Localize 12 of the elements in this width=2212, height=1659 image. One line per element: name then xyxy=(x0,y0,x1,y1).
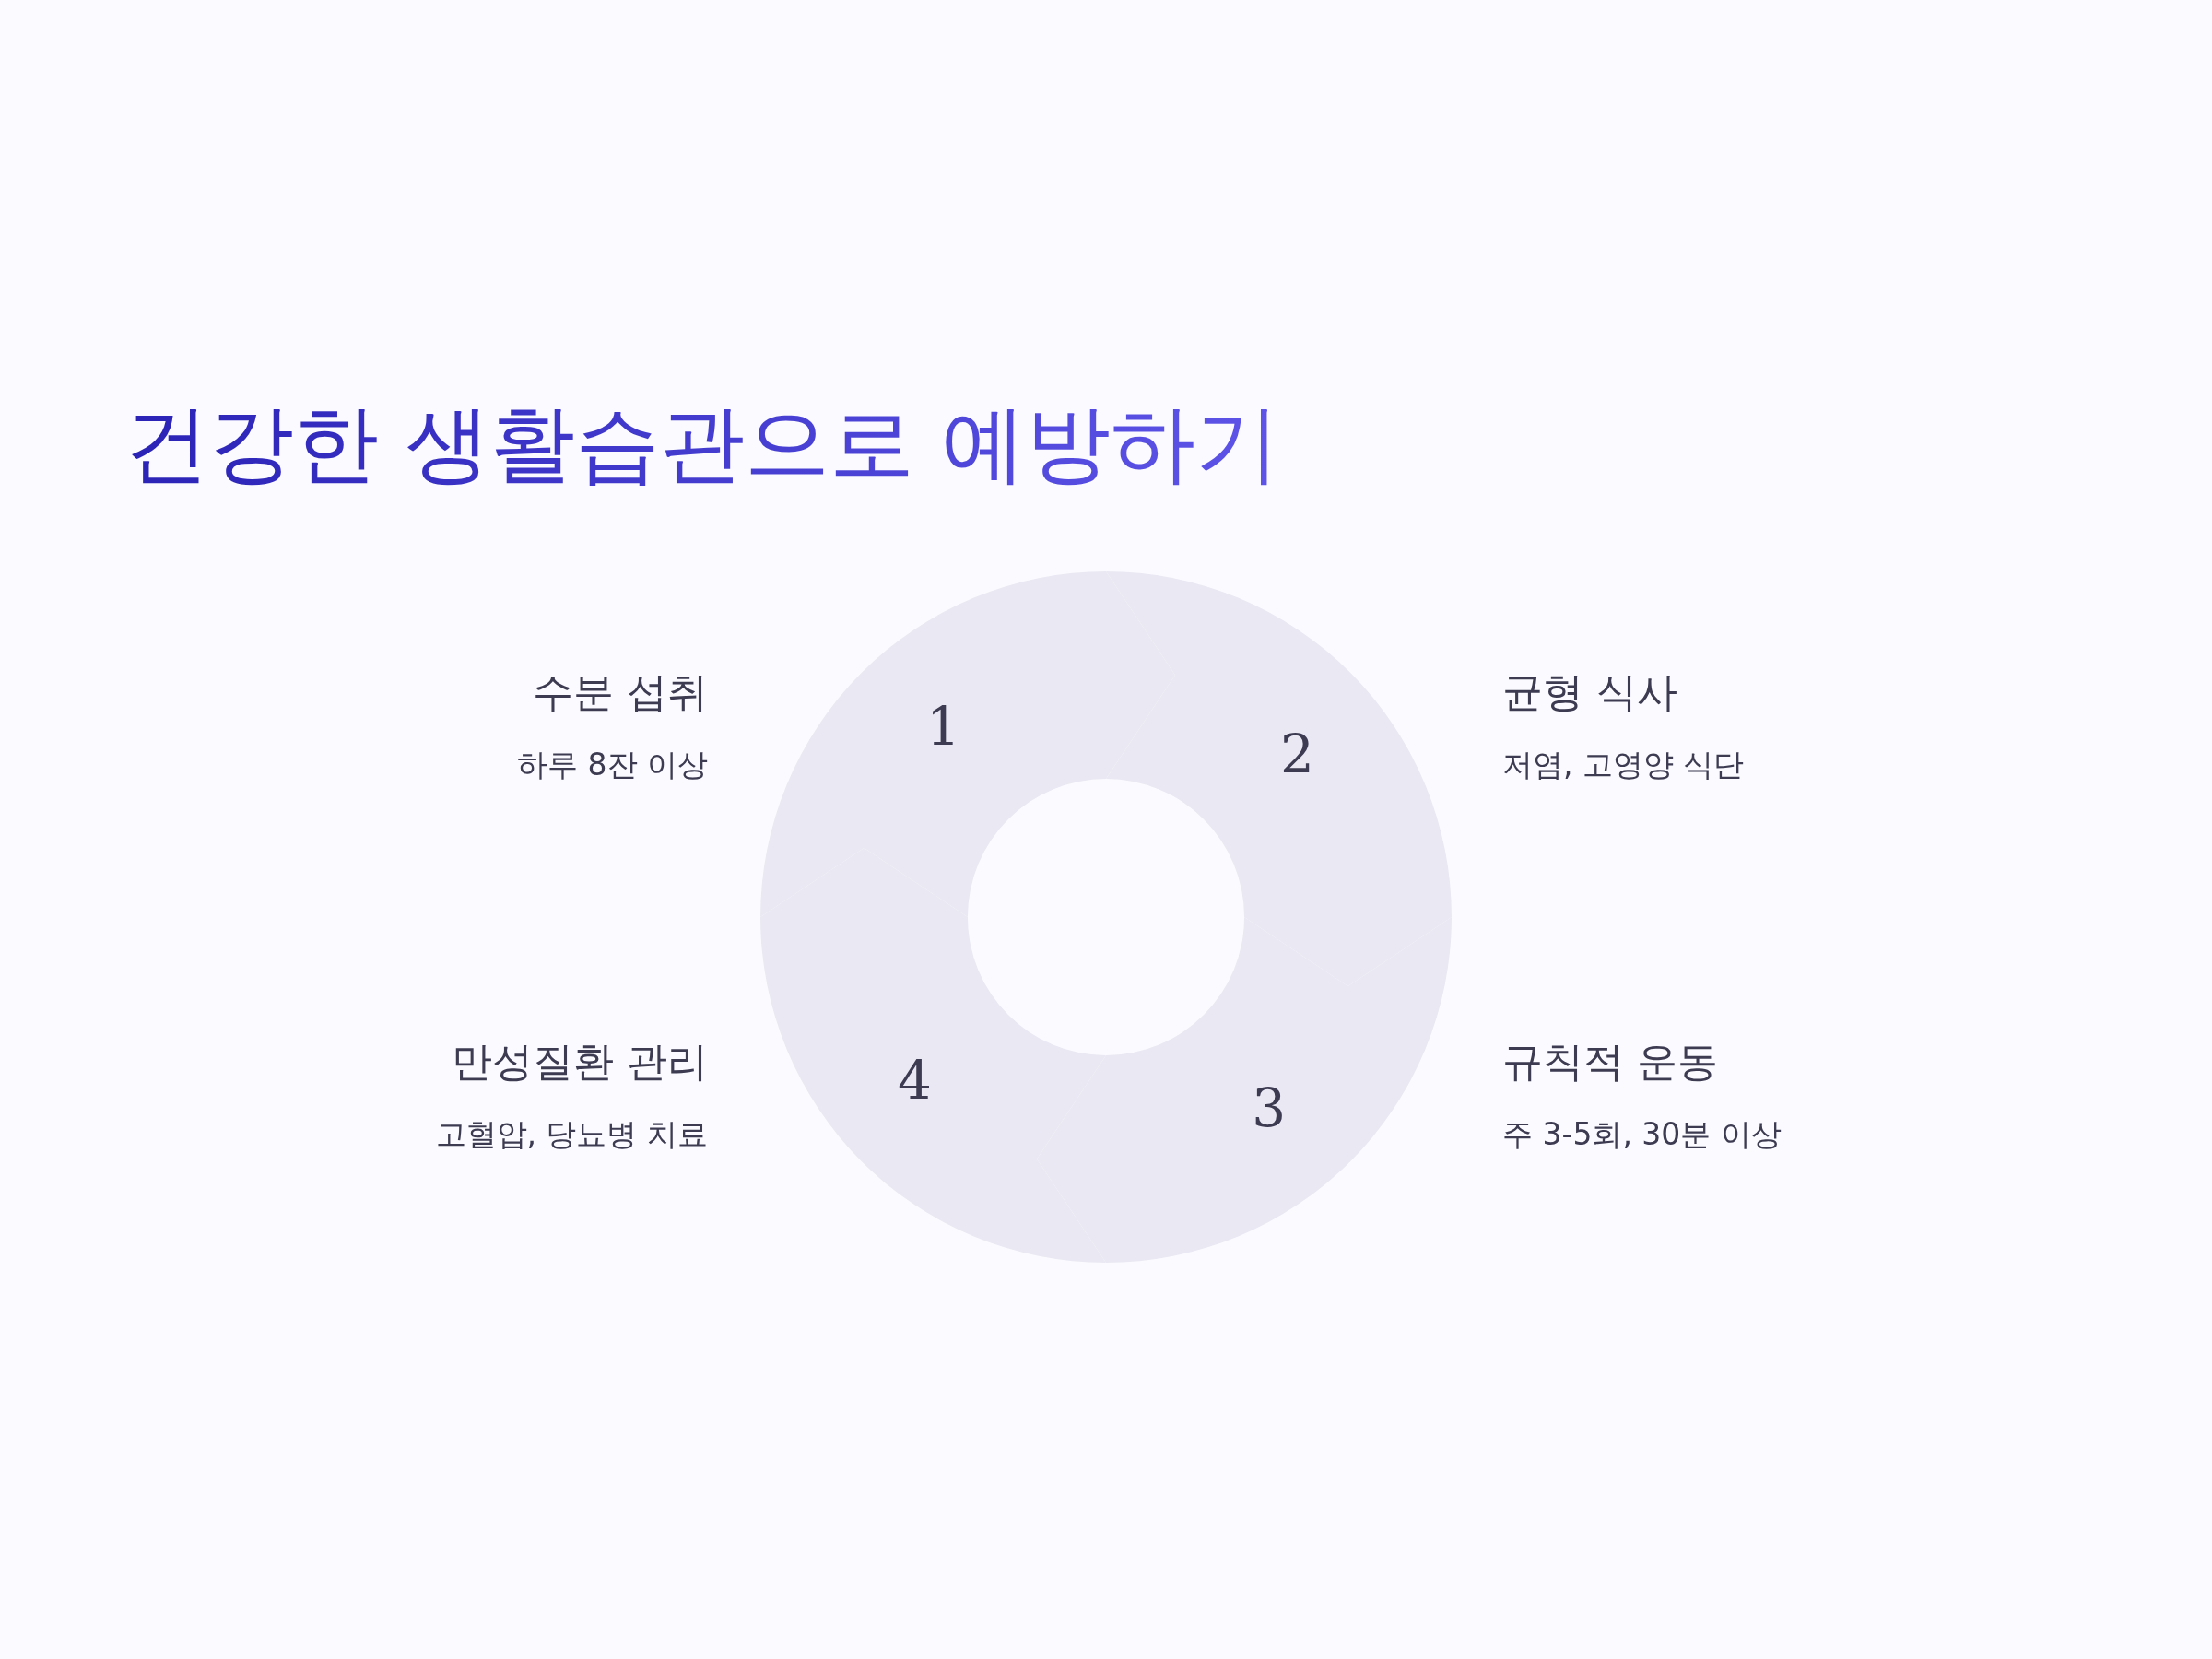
step-heading: 규칙적 운동 xyxy=(1502,1037,1718,1087)
step-description: 하루 8잔 이상 xyxy=(517,746,708,784)
step-number: 4 xyxy=(898,1048,932,1112)
step-number: 1 xyxy=(925,694,960,758)
step-description: 주 3-5회, 30분 이상 xyxy=(1502,1115,1782,1154)
step-heading: 수분 섭취 xyxy=(533,667,708,717)
step-description: 고혈압, 당뇨병 치료 xyxy=(435,1115,708,1154)
step-number: 2 xyxy=(1280,723,1314,786)
step-heading: 만성질환 관리 xyxy=(452,1037,708,1087)
step-number: 3 xyxy=(1252,1077,1287,1140)
step-heading: 균형 식사 xyxy=(1502,667,1677,717)
step-description: 저염, 고영양 식단 xyxy=(1502,746,1745,784)
